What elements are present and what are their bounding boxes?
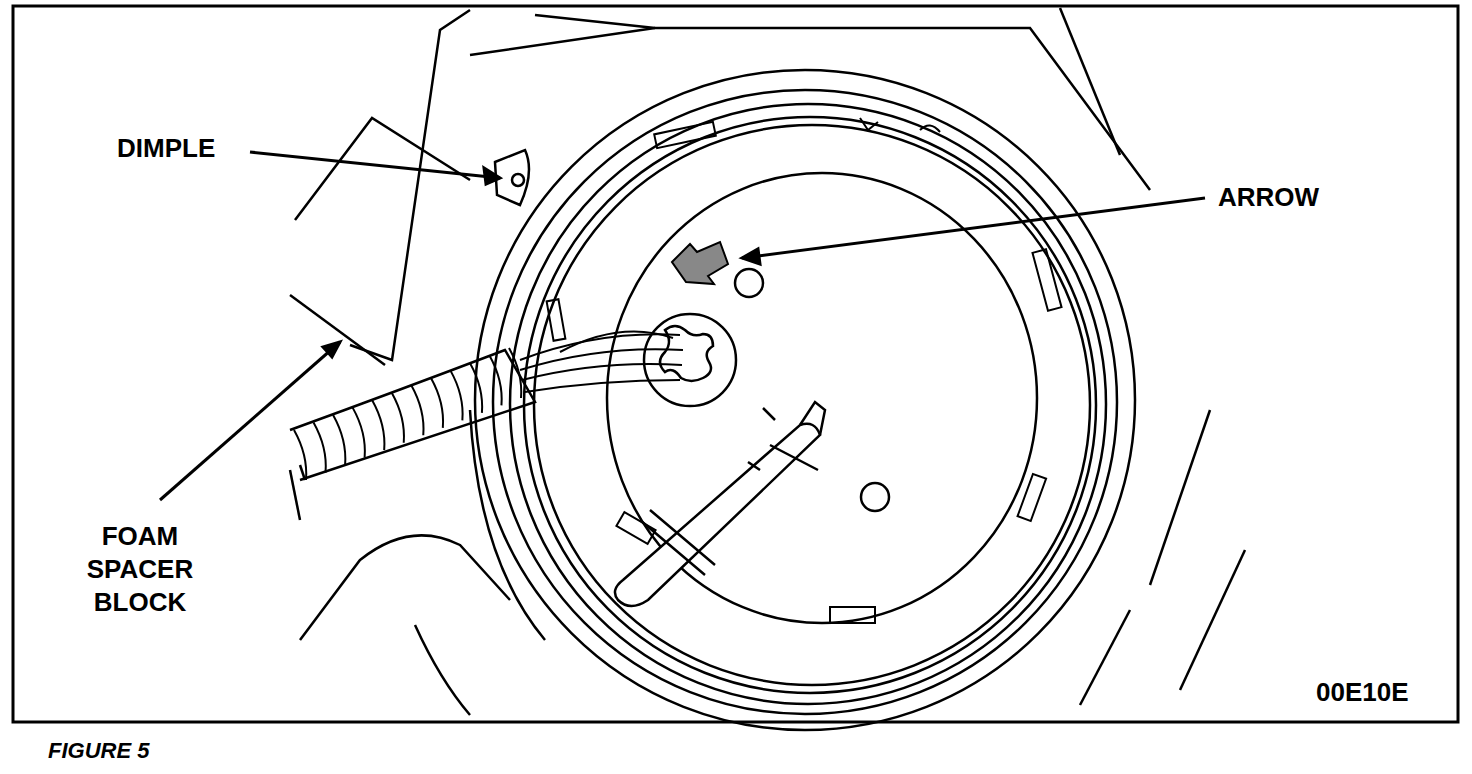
figure-caption: FIGURE 5 — [48, 738, 149, 764]
hose-rib — [489, 355, 501, 405]
pump-cover — [607, 173, 1037, 623]
dimple — [512, 174, 524, 186]
fuel-tube — [615, 402, 825, 606]
hole — [861, 483, 889, 511]
flange-ring — [534, 125, 1090, 685]
wires — [520, 332, 683, 392]
lock-tabs — [547, 118, 1062, 623]
part-label: FOAM SPACER BLOCK — [80, 520, 200, 619]
hole — [735, 269, 763, 297]
alignment-arrow — [672, 242, 728, 284]
hose-rib — [294, 430, 306, 480]
tank-outline — [535, 15, 655, 28]
hose-rib — [353, 408, 365, 458]
hose-rib — [333, 415, 345, 465]
hose-rib — [470, 363, 482, 413]
hose-rib — [509, 348, 521, 398]
tank-outline — [290, 295, 385, 365]
part-label: DIMPLE — [117, 132, 215, 165]
frame — [13, 6, 1458, 722]
part-label: ARROW — [1218, 181, 1319, 214]
tank-outline — [295, 118, 470, 220]
tank-outline — [1150, 410, 1210, 585]
hose-rib — [372, 400, 384, 450]
figure-code: 00E10E — [1316, 676, 1409, 709]
wiring-hose — [290, 350, 535, 480]
tank-outline — [415, 625, 470, 715]
flange-ring — [524, 117, 1096, 693]
hose-corrugations — [294, 348, 521, 480]
mount-ring — [493, 90, 1117, 714]
tank-outline — [1180, 550, 1245, 690]
hose-rib — [314, 423, 326, 473]
flange-ring — [510, 104, 1106, 704]
tank-outline — [350, 10, 470, 360]
mount-ring — [475, 70, 1135, 730]
tank-outline — [470, 410, 545, 640]
electrical-connector — [644, 314, 736, 406]
tank-outline — [290, 470, 300, 520]
hose-rib — [450, 370, 462, 420]
hose-rib — [392, 393, 404, 443]
hose-rib — [411, 385, 423, 435]
tank-outline — [1080, 610, 1130, 705]
tank-outline — [300, 535, 510, 640]
hose-rib — [431, 378, 443, 428]
leader-line — [160, 152, 1205, 500]
tank-outline — [1060, 8, 1120, 155]
